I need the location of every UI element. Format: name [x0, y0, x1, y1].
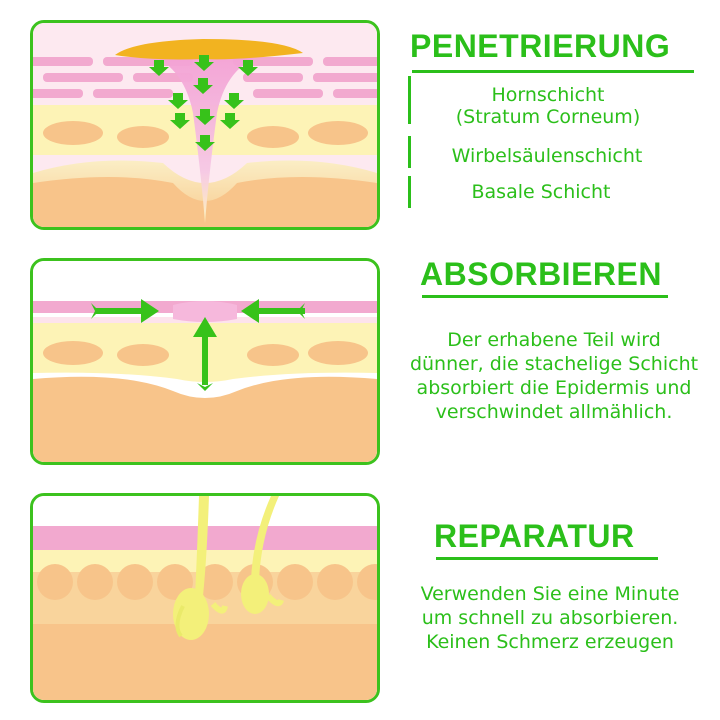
layer-label-basal: Basale Schicht	[471, 181, 611, 203]
title-underline	[422, 295, 668, 298]
arrow-up-icon	[193, 317, 217, 391]
title-underline	[436, 557, 658, 560]
absorb-description: Der erhabene Teil wird dünner, die stach…	[409, 329, 699, 423]
repair-illustration	[30, 493, 380, 703]
penetration-illustration	[30, 20, 380, 230]
absorption-illustration	[30, 258, 380, 465]
absorb-title: ABSORBIEREN	[420, 256, 662, 292]
penetration-title: PENETRIERUNG	[410, 28, 671, 64]
layer-label-spinous: Wirbelsäulenschicht	[451, 145, 643, 167]
layer-label-stratum-corneum: Hornschicht (Stratum Corneum)	[455, 84, 641, 128]
layer-bracket	[402, 76, 411, 124]
layer-bracket	[402, 176, 411, 208]
arrow-down-icon	[149, 55, 258, 151]
title-underline	[412, 70, 694, 73]
repair-title: REPARATUR	[434, 518, 635, 554]
arrow-horizontal-icon	[91, 299, 305, 323]
repair-description: Verwenden Sie eine Minute um schnell zu …	[420, 583, 680, 653]
layer-bracket	[402, 136, 411, 168]
